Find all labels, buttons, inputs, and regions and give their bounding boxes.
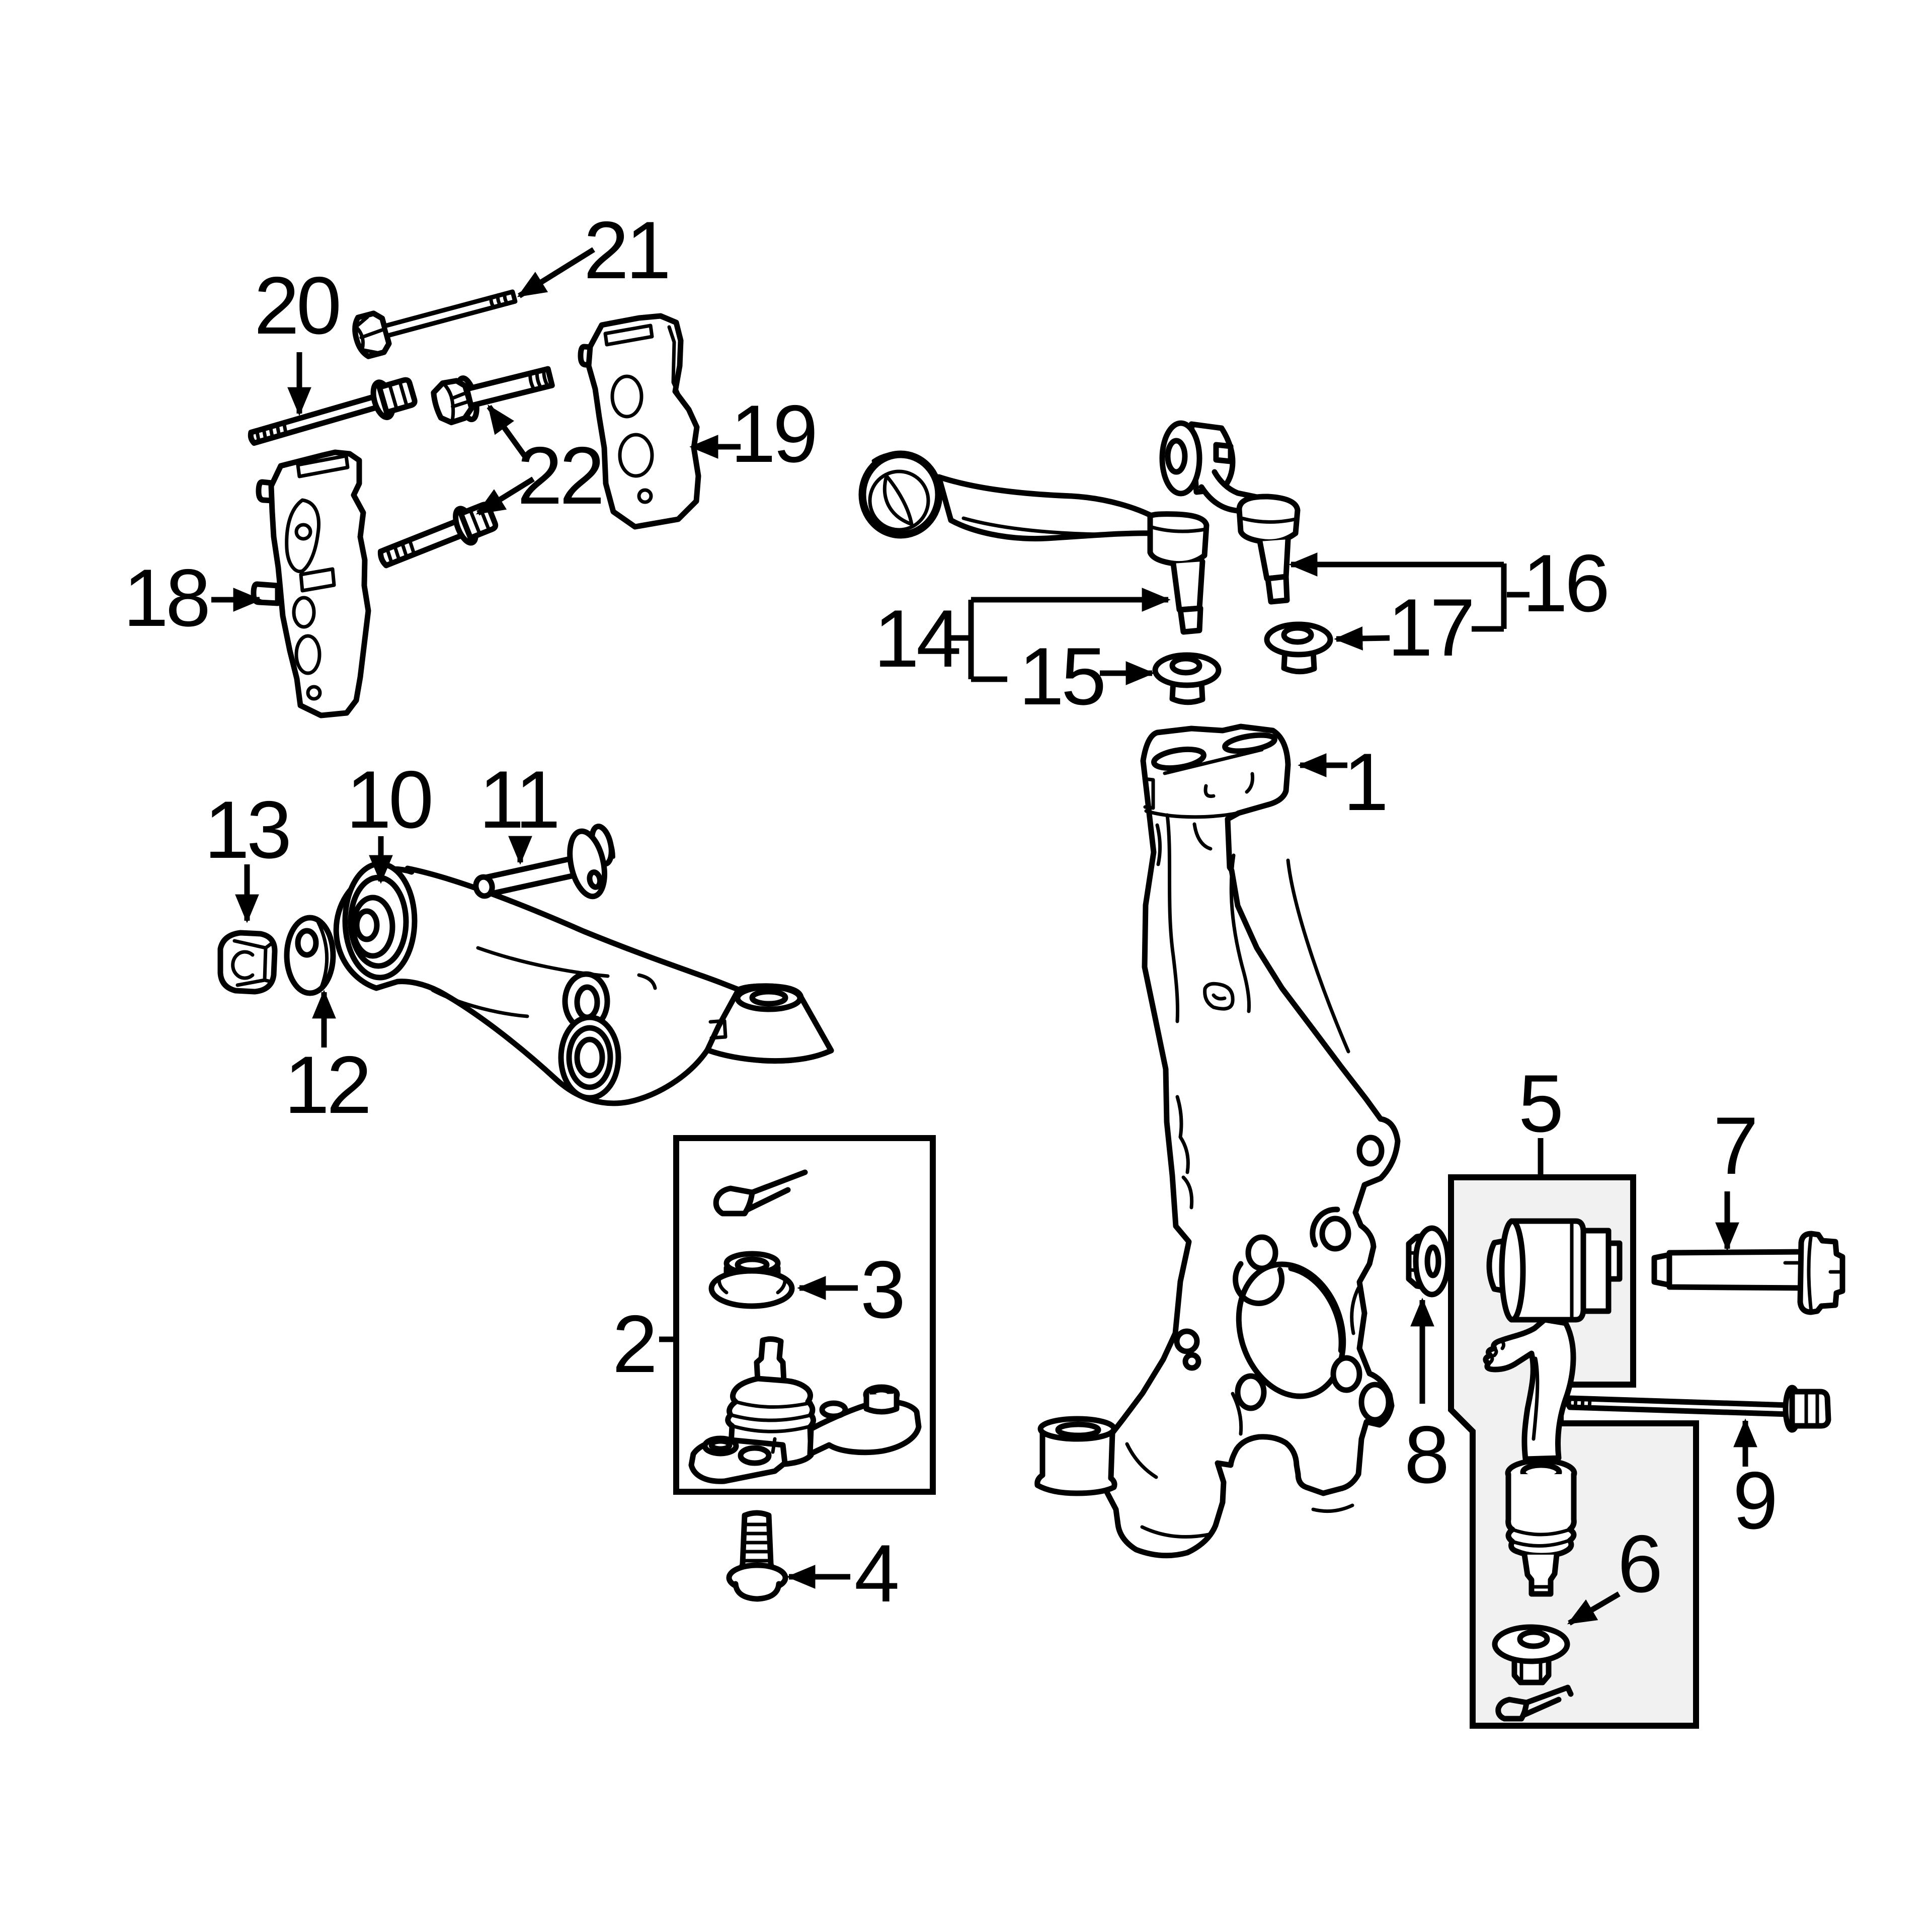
svg-text:8: 8 (1404, 1409, 1446, 1500)
svg-text:21: 21 (584, 205, 668, 296)
svg-text:13: 13 (204, 784, 289, 875)
svg-text:14: 14 (874, 593, 959, 684)
svg-text:17: 17 (1388, 582, 1472, 673)
svg-text:4: 4 (854, 1528, 898, 1619)
svg-text:9: 9 (1733, 1455, 1775, 1546)
svg-text:22: 22 (517, 430, 602, 521)
svg-text:2: 2 (612, 1299, 655, 1390)
svg-text:19: 19 (731, 388, 815, 479)
svg-text:7: 7 (1713, 1100, 1755, 1191)
svg-text:18: 18 (123, 552, 208, 643)
svg-text:11: 11 (479, 754, 557, 845)
svg-text:1: 1 (1343, 737, 1386, 828)
svg-text:10: 10 (346, 754, 431, 845)
svg-text:16: 16 (1522, 538, 1607, 629)
svg-text:3: 3 (860, 1244, 903, 1335)
svg-text:20: 20 (254, 260, 339, 351)
svg-text:6: 6 (1618, 1518, 1660, 1609)
svg-text:5: 5 (1518, 1058, 1561, 1149)
svg-text:15: 15 (1019, 631, 1103, 722)
svg-text:12: 12 (284, 1039, 369, 1131)
